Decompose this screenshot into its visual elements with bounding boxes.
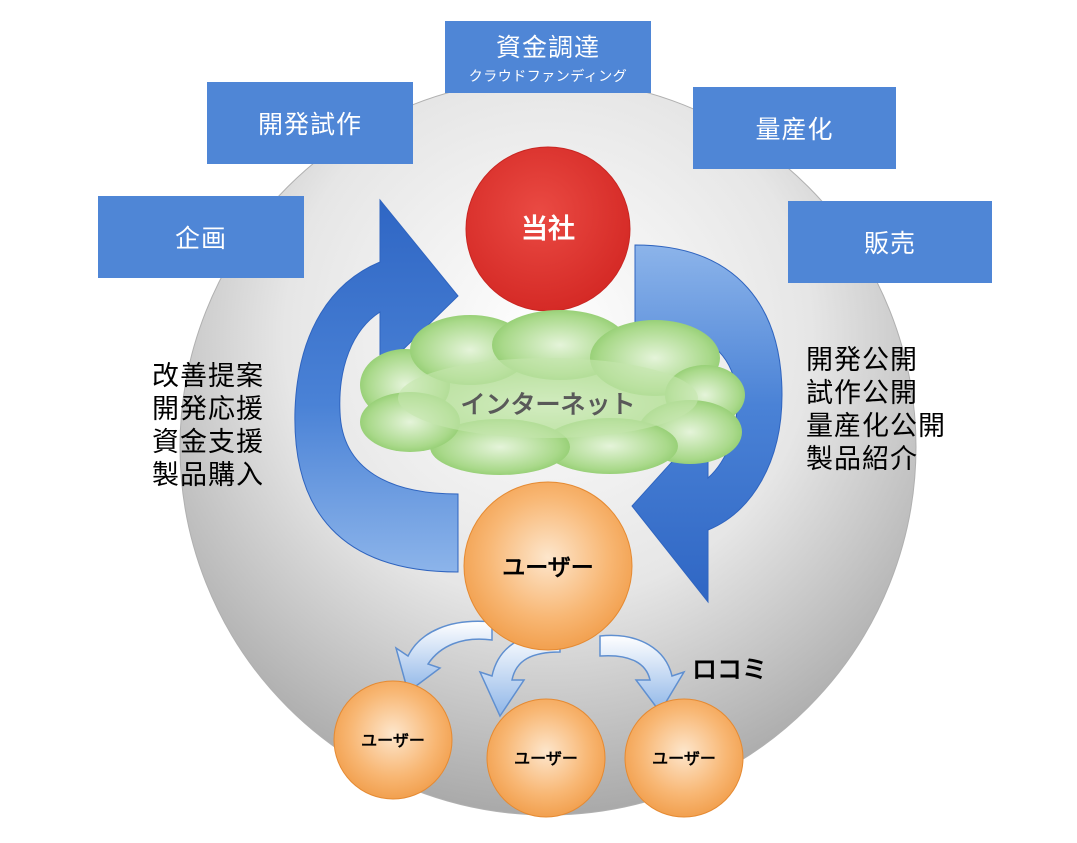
stage-funding-label: 資金調達 (495, 33, 600, 62)
user-circle-b (486, 698, 606, 818)
company-action-item: 量産化公開 (806, 411, 946, 442)
stage-funding-sublabel: クラウドファンディング (468, 69, 628, 85)
internet-cloud (360, 310, 745, 475)
user-actions-list: 改善提案 開発応援 資金支援 製品購入 (152, 360, 264, 492)
user-c-label: ユーザー (652, 749, 716, 768)
company-action-item: 開発公開 (806, 345, 918, 376)
user-circle-c (624, 698, 744, 818)
stage-mass-production-box: 量産化 (693, 87, 896, 169)
user-a-label: ユーザー (361, 731, 425, 750)
internet-label: インターネット (460, 390, 635, 419)
company-actions-list: 開発公開 試作公開 量産化公開 製品紹介 (806, 344, 946, 476)
user-circle-a (333, 680, 453, 800)
company-label: 当社 (521, 213, 575, 245)
stage-sales-box: 販売 (788, 201, 992, 283)
stage-funding-box: 資金調達 クラウドファンディング (445, 21, 651, 93)
word-of-mouth-label: ロコミ (692, 655, 767, 684)
stage-prototype-label: 開発試作 (257, 110, 362, 139)
user-action-item: 開発応援 (152, 394, 264, 425)
user-action-item: 改善提案 (152, 361, 264, 392)
word-of-mouth-arrow-left (394, 620, 493, 694)
stage-sales-label: 販売 (863, 229, 916, 258)
user-b-label: ユーザー (514, 749, 578, 768)
company-action-item: 製品紹介 (806, 444, 918, 475)
user-action-item: 製品購入 (152, 460, 264, 491)
left-cycle-arrow (294, 198, 459, 573)
stage-planning-box: 企画 (98, 196, 304, 278)
user-main-label: ユーザー (502, 555, 594, 581)
company-action-item: 試作公開 (806, 378, 918, 409)
user-action-item: 資金支援 (152, 427, 264, 458)
stage-prototype-box: 開発試作 (207, 82, 413, 164)
stage-planning-label: 企画 (174, 224, 227, 253)
user-main-circle (463, 481, 633, 651)
stage-mass-production-label: 量産化 (755, 115, 834, 144)
